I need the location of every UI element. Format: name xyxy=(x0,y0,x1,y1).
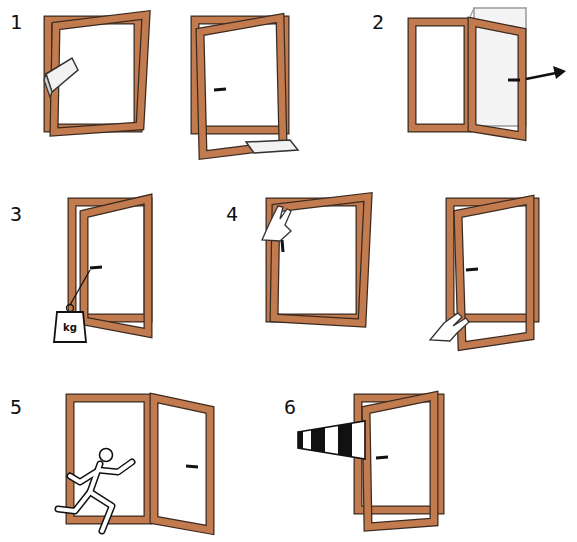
callout-number: 1 xyxy=(10,12,22,32)
callout-number: 4 xyxy=(226,204,238,224)
callout-number: 2 xyxy=(372,12,384,32)
callout-number: 6 xyxy=(284,397,296,417)
callout-number: 5 xyxy=(10,397,22,417)
weight-label: kg xyxy=(63,323,77,333)
callout-number: 3 xyxy=(10,204,22,224)
